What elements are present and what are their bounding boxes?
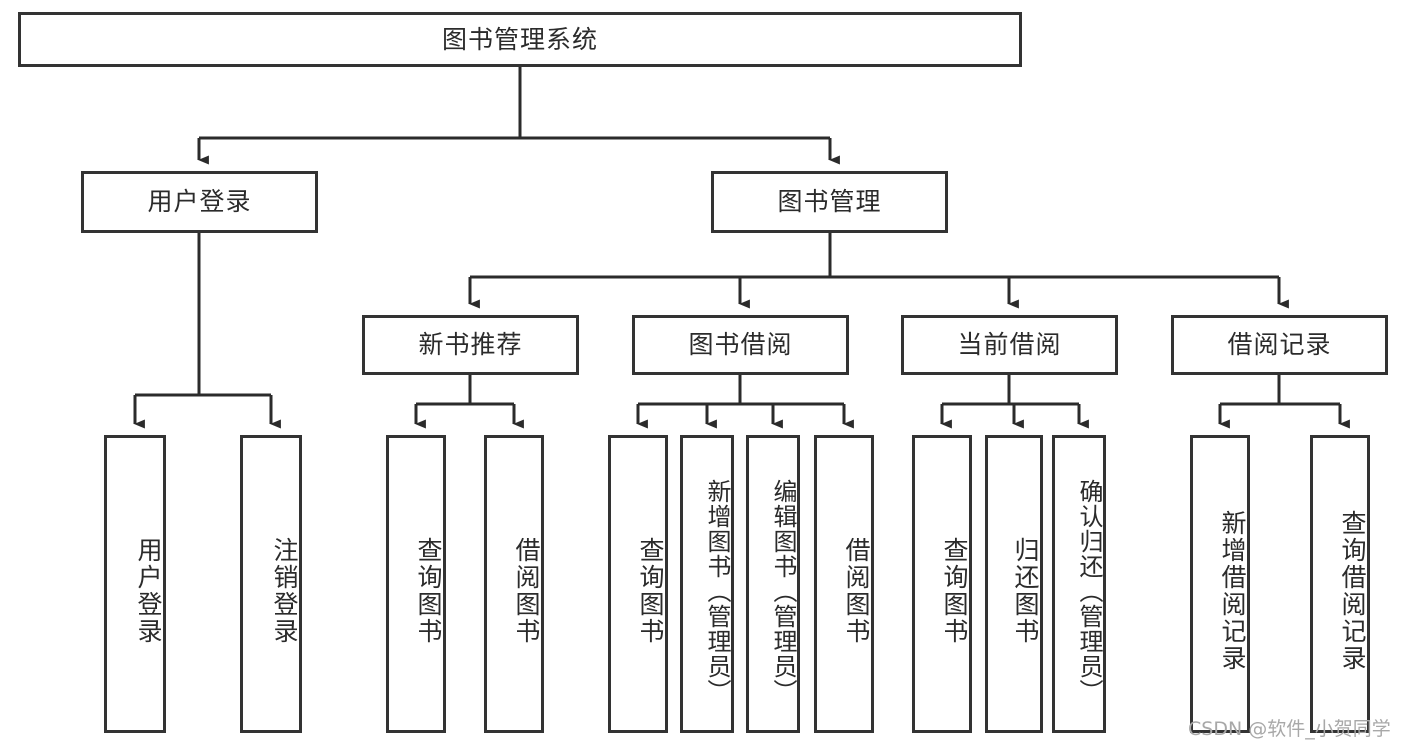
leaf-user-login[interactable]: 用户登录 — [104, 435, 166, 733]
node-label: 新增借阅记录 — [1218, 510, 1247, 672]
node-label: 归还图书 — [1011, 537, 1040, 645]
node-label: 查询图书 — [940, 537, 969, 645]
node-label: 新增图书（管理员） — [703, 478, 731, 704]
node-label: 查询图书 — [636, 537, 665, 645]
leaf-query-book-current[interactable]: 查询图书 — [912, 435, 972, 733]
leaf-add-borrow-record[interactable]: 新增借阅记录 — [1190, 435, 1250, 733]
node-borrow-record[interactable]: 借阅记录 — [1171, 315, 1388, 375]
node-user-login[interactable]: 用户登录 — [81, 171, 318, 233]
node-root-book-management-system[interactable]: 图书管理系统 — [18, 12, 1022, 67]
node-label: 借阅图书 — [512, 537, 541, 645]
leaf-return-book[interactable]: 归还图书 — [985, 435, 1043, 733]
node-current-borrow[interactable]: 当前借阅 — [901, 315, 1118, 375]
node-label: 确认归还（管理员） — [1075, 478, 1103, 704]
node-label: 图书借阅 — [688, 330, 793, 360]
node-label: 图书管理 — [777, 187, 882, 217]
leaf-query-borrow-record[interactable]: 查询借阅记录 — [1310, 435, 1370, 733]
node-label: 查询借阅记录 — [1338, 510, 1367, 672]
csdn-watermark: CSDN @软件_小贺同学 — [1188, 718, 1391, 740]
node-new-book-recommend[interactable]: 新书推荐 — [362, 315, 579, 375]
node-book-borrow[interactable]: 图书借阅 — [632, 315, 849, 375]
leaf-borrow-book-recommend[interactable]: 借阅图书 — [484, 435, 544, 733]
node-label: 用户登录 — [147, 187, 252, 217]
leaf-query-book-recommend[interactable]: 查询图书 — [386, 435, 446, 733]
node-label: 查询图书 — [414, 537, 443, 645]
node-label: 图书管理系统 — [441, 24, 598, 54]
leaf-logout[interactable]: 注销登录 — [240, 435, 302, 733]
node-label: 借阅记录 — [1227, 330, 1332, 360]
node-label: 当前借阅 — [957, 330, 1062, 360]
leaf-borrow-book[interactable]: 借阅图书 — [814, 435, 874, 733]
node-label: 编辑图书（管理员） — [769, 478, 797, 704]
node-label: 注销登录 — [270, 537, 299, 645]
leaf-add-book-admin[interactable]: 新增图书（管理员） — [680, 435, 734, 733]
leaf-confirm-return-admin[interactable]: 确认归还（管理员） — [1052, 435, 1106, 733]
leaf-edit-book-admin[interactable]: 编辑图书（管理员） — [746, 435, 800, 733]
leaf-query-book-borrow[interactable]: 查询图书 — [608, 435, 668, 733]
node-label: 新书推荐 — [418, 330, 523, 360]
node-label: 用户登录 — [134, 537, 163, 645]
node-label: 借阅图书 — [842, 537, 871, 645]
node-book-management[interactable]: 图书管理 — [711, 171, 948, 233]
